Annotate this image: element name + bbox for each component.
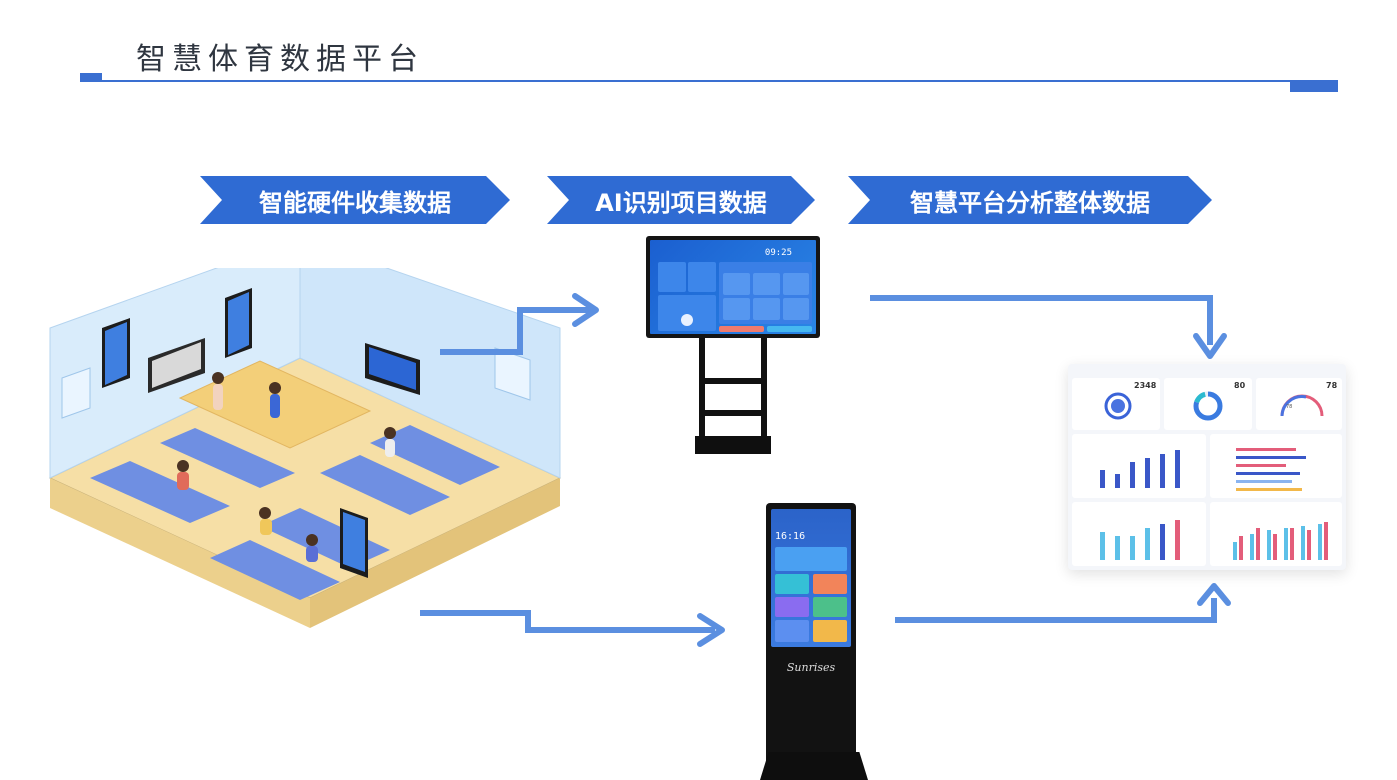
smart-display-tiles [658, 262, 812, 332]
kiosk-base [760, 752, 868, 780]
title-rule [80, 80, 1338, 82]
flow-arrow-kiosk-to-dashboard [895, 598, 1217, 623]
step-label-1: 智能硬件收集数据 [259, 188, 451, 217]
dashboard-gauge-value: 78 [1286, 404, 1293, 410]
step-banner-1: 智能硬件收集数据 [200, 176, 510, 224]
dashboard-graphics [1100, 391, 1328, 560]
kiosk-tiles [775, 547, 847, 642]
step-label-2: AI识别项目数据 [595, 188, 767, 217]
flow-arrow-tv-to-dashboard [870, 295, 1213, 345]
dashboard-stat-1: 2348 [1134, 381, 1157, 390]
step-label-3: 智慧平台分析整体数据 [910, 188, 1150, 217]
arrowhead-kiosk [697, 613, 725, 647]
dashboard-card-3 [1256, 378, 1342, 430]
page-title: 智慧体育数据平台 [136, 42, 424, 77]
kiosk-brand-logo: Sunrises [786, 661, 836, 674]
smart-kiosk: 16:16 Sunrises [766, 503, 856, 765]
smart-display-clock: 09:25 [764, 248, 792, 258]
dashboard-bar-panel-2 [1072, 502, 1206, 566]
dashboard-bar-panel-1 [1072, 434, 1206, 498]
kiosk-clock: 16:16 [775, 531, 806, 542]
title-rule-accent-left [80, 73, 102, 81]
smart-display-ui: 09:25 [650, 240, 816, 334]
analytics-dashboard: 2348 80 78 [1068, 364, 1346, 570]
arrowhead-tv [572, 293, 599, 327]
step-banner-3: 智慧平台分析整体数据 [848, 176, 1212, 224]
smart-gym-room-illustration [48, 268, 562, 628]
smart-display-stand [695, 338, 771, 454]
arrowhead-dashboard-top [1193, 333, 1227, 359]
title-rule-accent-right [1290, 82, 1338, 92]
dashboard-stat-3: 78 [1326, 381, 1338, 390]
kiosk-ui: 16:16 [771, 509, 851, 647]
dashboard-card-2 [1164, 378, 1252, 430]
step-banner-2: AI识别项目数据 [547, 176, 815, 224]
arrowhead-dashboard-bottom [1197, 583, 1231, 606]
smart-display-screen: 09:25 [646, 236, 820, 338]
dashboard-stat-2: 80 [1234, 381, 1246, 390]
